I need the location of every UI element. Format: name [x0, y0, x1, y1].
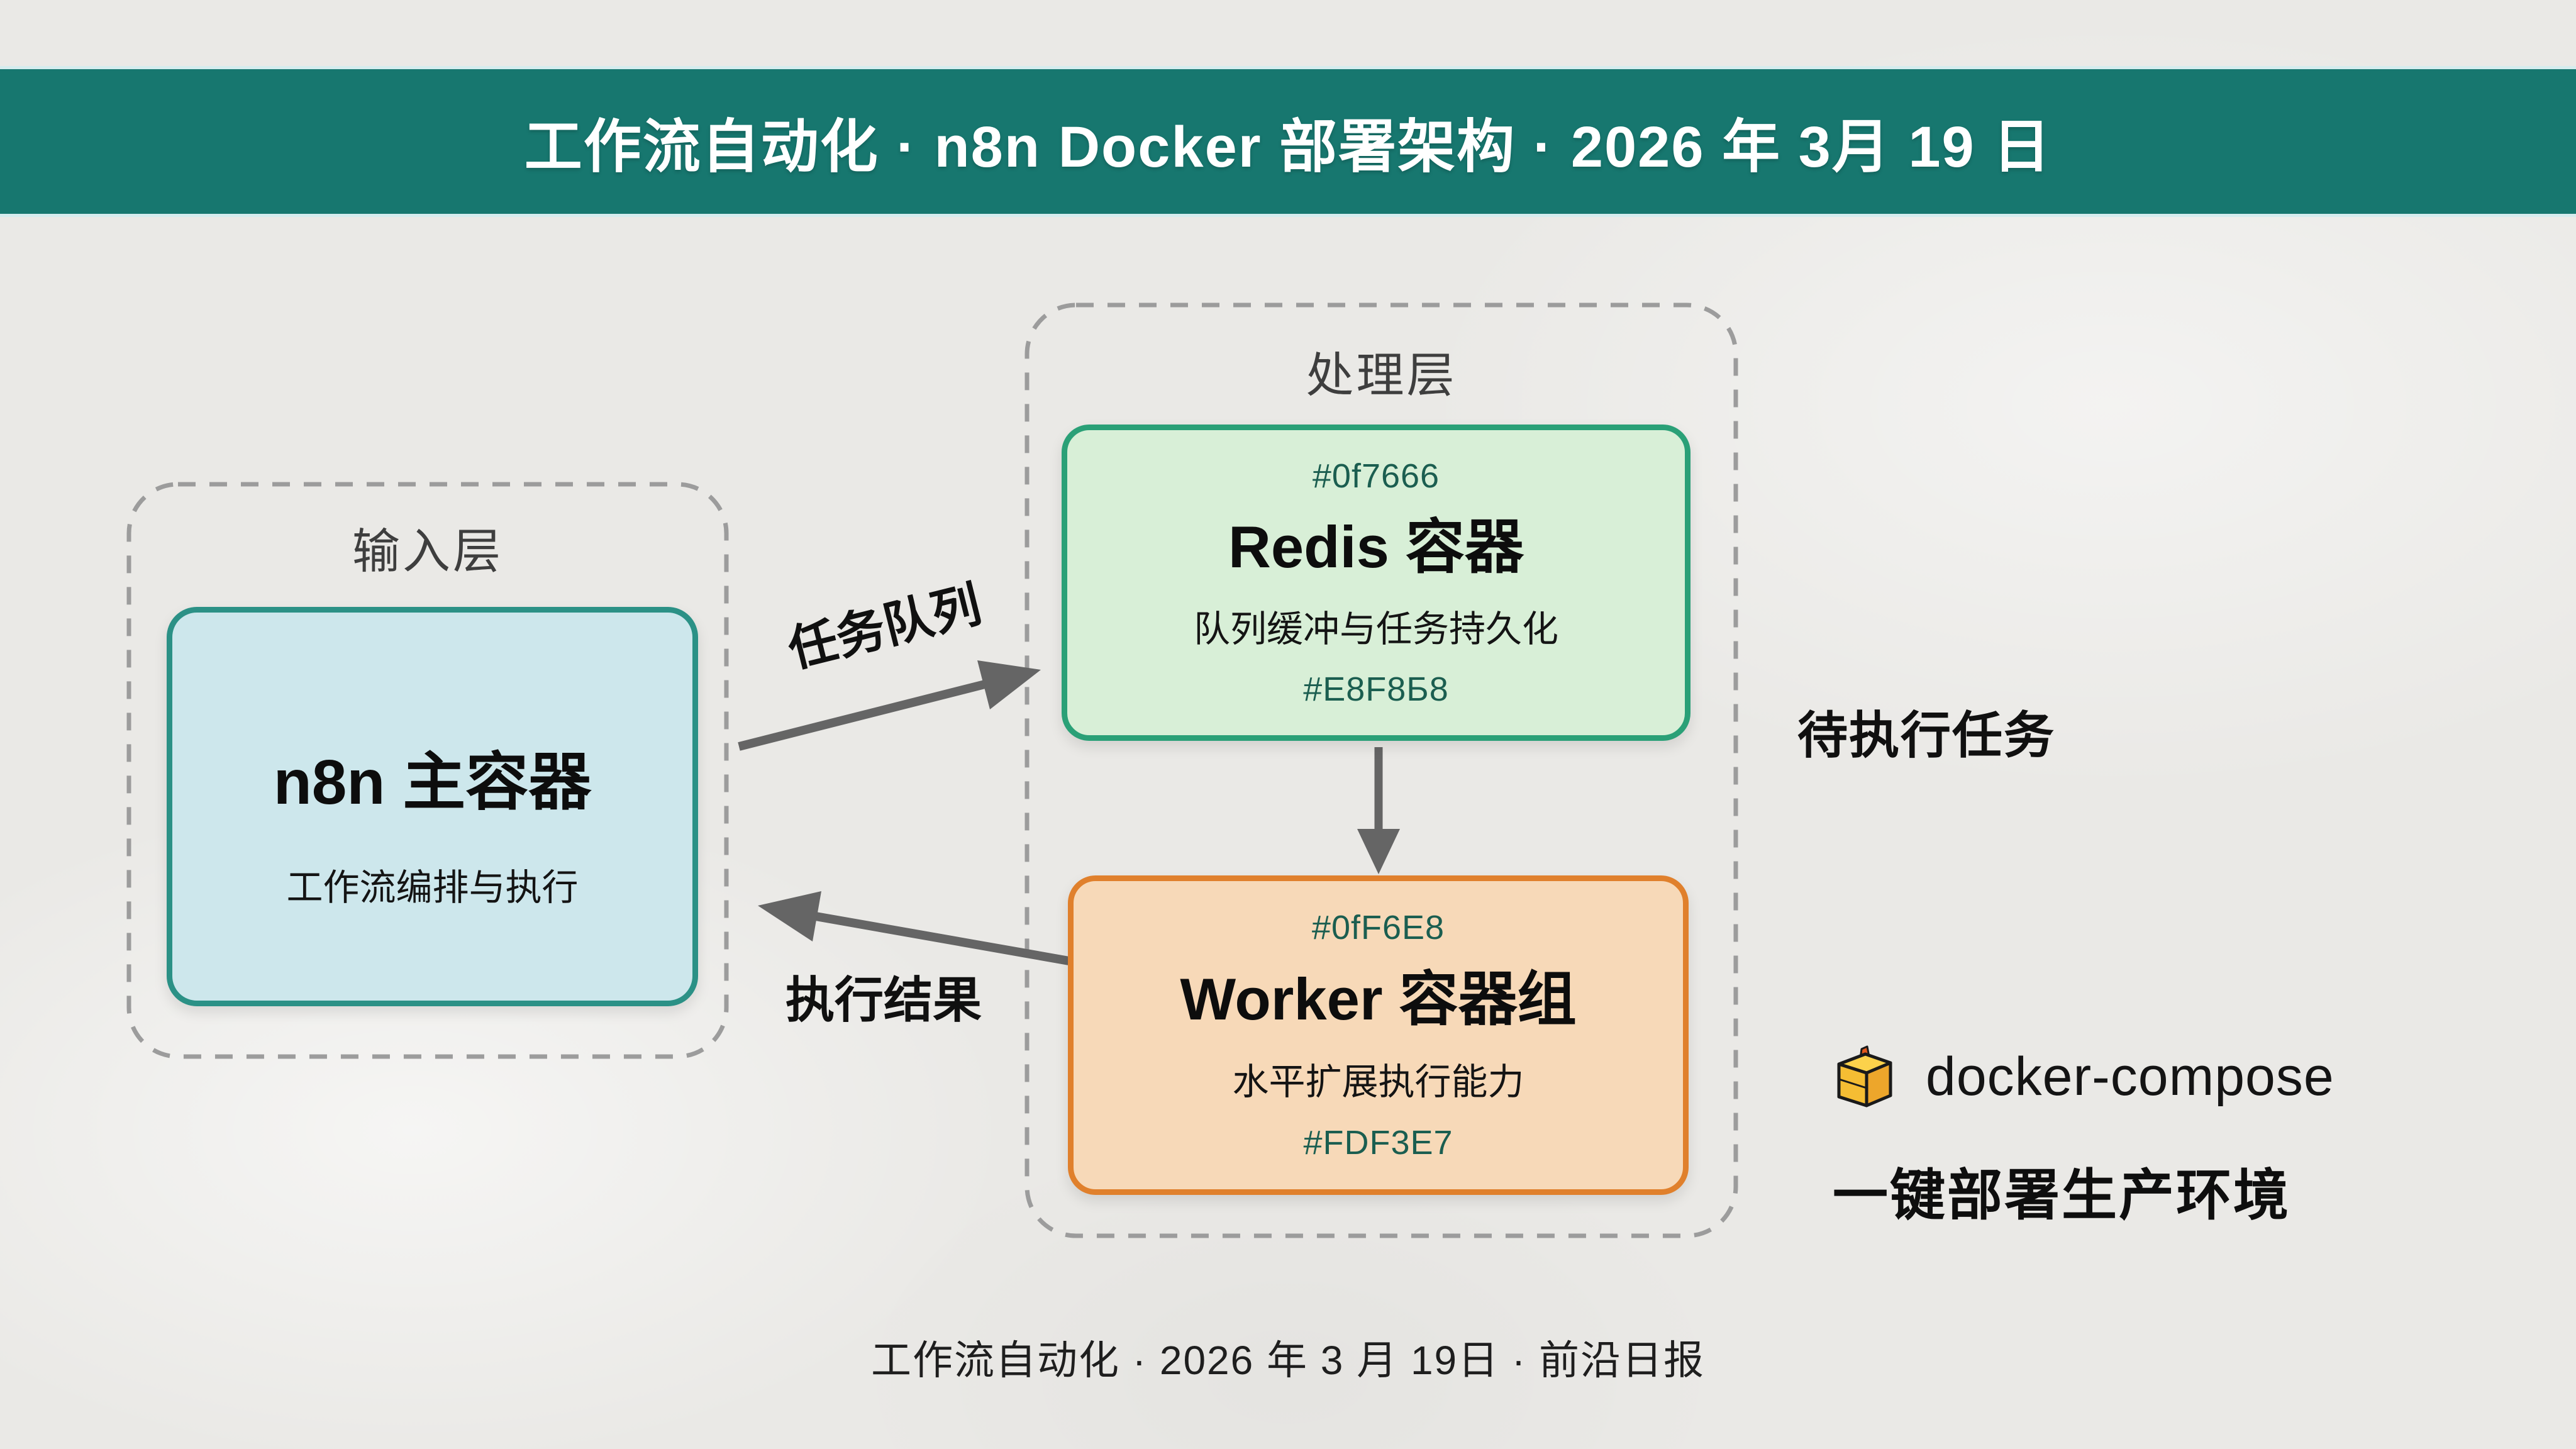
- worker-hex-bottom: #FDF3E7: [1303, 1123, 1453, 1162]
- header-bar: 工作流自动化 · n8n Docker 部署架构 · 2026 年 3月 19 …: [0, 66, 2576, 217]
- footer-caption: 工作流自动化 · 2026 年 3 月 19日 · 前沿日报: [870, 1338, 1706, 1383]
- exec-result-label: 执行结果: [785, 972, 982, 1028]
- deploy-info: docker-compose 一键部署生产环境: [1833, 1044, 2462, 1231]
- deploy-tool-label: docker-compose: [1926, 1046, 2334, 1107]
- task-queue-label: 任务队列: [782, 576, 987, 678]
- pending-tasks-label: 待执行任务: [1797, 708, 2055, 763]
- package-icon: [1837, 1045, 1892, 1108]
- worker-title: Worker 容器组: [1180, 966, 1577, 1033]
- redis-worker-arrow: [1357, 747, 1400, 874]
- worker-node: #0fF6E8 Worker 容器组 水平扩展执行能力 #FDF3E7: [1068, 875, 1689, 1195]
- header-title: 工作流自动化 · n8n Docker 部署架构 · 2026 年 3月 19 …: [524, 114, 2052, 179]
- result-arrow: [758, 891, 1070, 965]
- redis-hex-top: #0f7666: [1312, 457, 1440, 496]
- input-layer-label: 输入层: [352, 525, 503, 579]
- redis-hex-bottom: #E8F8Б8: [1303, 670, 1449, 708]
- n8n-title: n8n 主容器: [273, 747, 592, 818]
- worker-hex-top: #0fF6E8: [1311, 909, 1445, 947]
- redis-title: Redis 容器: [1228, 514, 1524, 580]
- worker-subtitle: 水平扩展执行能力: [1232, 1061, 1524, 1102]
- deploy-desc-label: 一键部署生产环境: [1833, 1164, 2291, 1226]
- n8n-subtitle: 工作流编排与执行: [286, 867, 579, 908]
- n8n-node: n8n 主容器 工作流编排与执行: [167, 607, 698, 1006]
- processing-layer-label: 处理层: [1306, 349, 1457, 402]
- redis-node: #0f7666 Redis 容器 队列缓冲与任务持久化 #E8F8Б8: [1062, 425, 1690, 741]
- redis-subtitle: 队列缓冲与任务持久化: [1193, 608, 1558, 650]
